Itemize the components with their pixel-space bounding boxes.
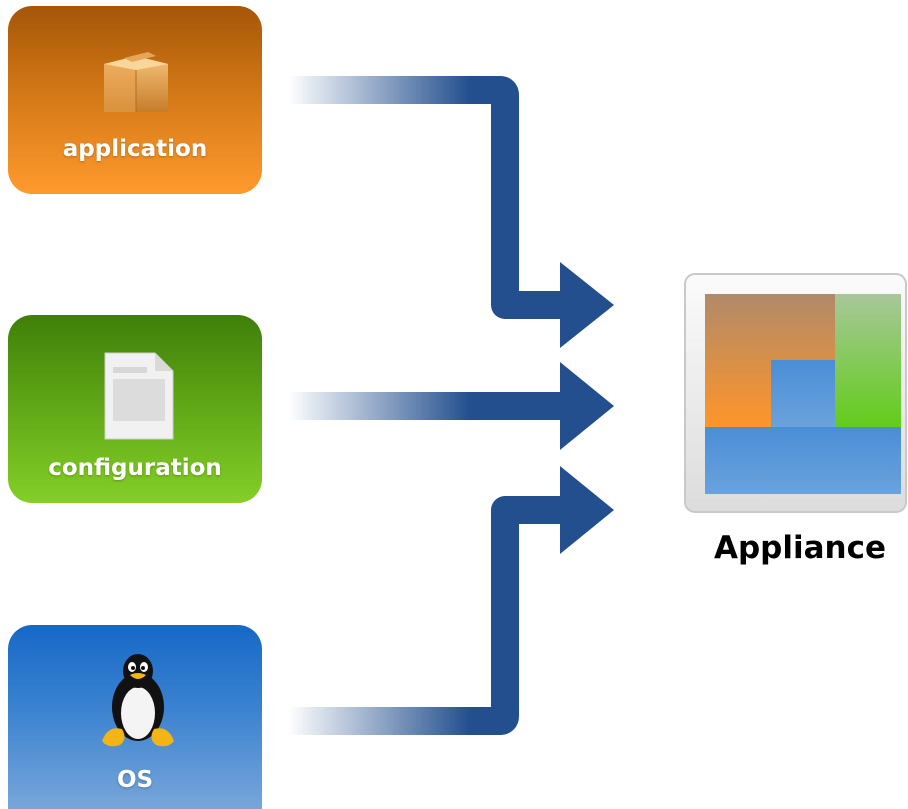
appliance-icon <box>684 273 907 513</box>
package-box-icon <box>104 52 168 112</box>
application-arrow-shaft <box>288 76 560 319</box>
application-arrow-head <box>560 262 614 348</box>
document-icon <box>104 352 174 440</box>
configuration-label: configuration <box>48 455 222 481</box>
os-arrow-shaft <box>288 496 560 735</box>
os-arrow-head <box>560 466 614 554</box>
configuration-arrow-head <box>560 362 614 450</box>
os-tile: OS <box>8 625 262 809</box>
application-tile: application <box>8 6 262 194</box>
configuration-tile: configuration <box>8 315 262 503</box>
os-label: OS <box>116 767 154 793</box>
appliance-label: Appliance <box>713 530 886 566</box>
application-label: application <box>62 136 208 162</box>
linux-penguin-icon <box>102 654 174 747</box>
